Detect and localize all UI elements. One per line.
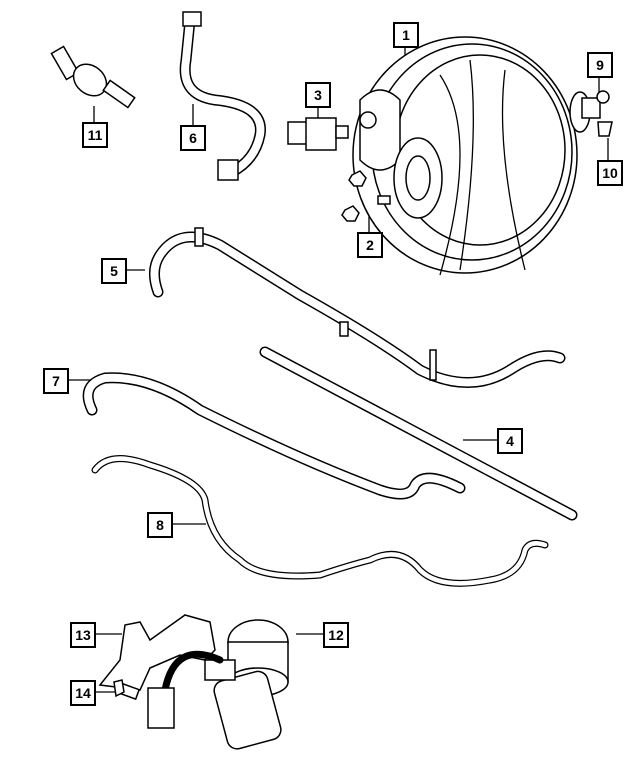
check-valve-9-drawing (569, 90, 610, 133)
vacuum-line-8-drawing (91, 455, 549, 587)
callout-5: 5 (101, 258, 127, 284)
leader-lines (67, 46, 609, 693)
callout-12: 12 (323, 622, 349, 648)
callout-1: 1 (393, 22, 419, 48)
callout-3: 3 (305, 82, 331, 108)
vacuum-sensor-drawing (287, 117, 349, 151)
callout-2: 2 (357, 232, 383, 258)
callout-11: 11 (82, 122, 108, 148)
callout-14: 14 (70, 680, 96, 706)
nuts-drawing (341, 170, 367, 222)
callout-13: 13 (70, 622, 96, 648)
tube-4-drawing (259, 346, 578, 521)
callout-10: 10 (597, 160, 623, 186)
hose-5-drawing (149, 227, 566, 388)
vacuum-pump-drawing (147, 619, 289, 750)
hose-6-drawing (179, 11, 266, 181)
hose-7-drawing (82, 372, 466, 500)
bracket-drawing (98, 614, 216, 691)
callout-4: 4 (497, 428, 523, 454)
callout-9: 9 (587, 52, 613, 78)
bolt-drawing (113, 679, 141, 701)
callout-8: 8 (147, 512, 173, 538)
brake-booster-drawing (352, 36, 578, 276)
callout-6: 6 (180, 125, 206, 151)
callout-7: 7 (43, 368, 69, 394)
clip-drawing (597, 121, 613, 137)
check-valve-11-drawing (50, 45, 136, 109)
